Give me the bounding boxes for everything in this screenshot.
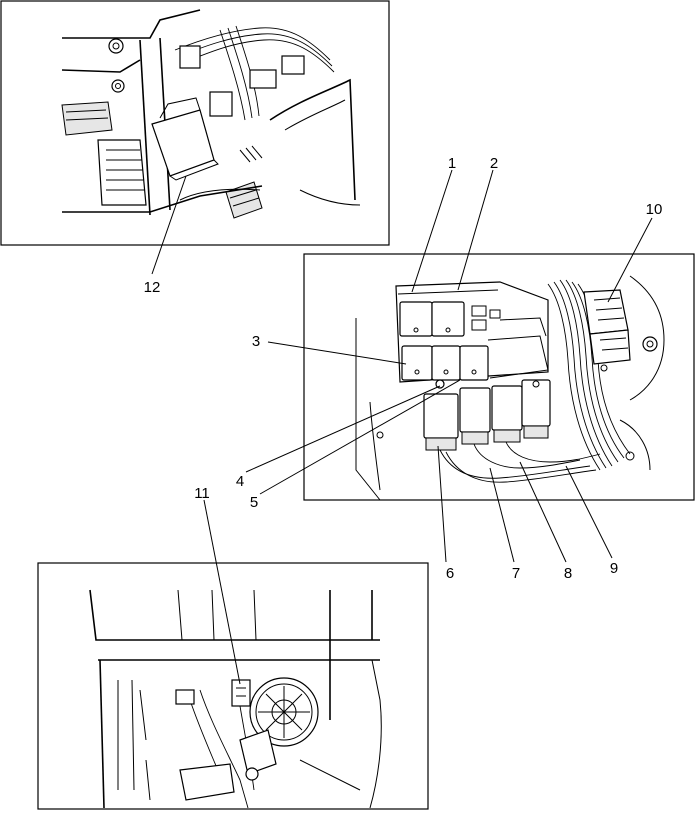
relay-board-panel bbox=[303, 253, 695, 501]
leader-7 bbox=[489, 467, 515, 563]
callout-12: 12 bbox=[144, 279, 161, 296]
leader-6 bbox=[437, 445, 447, 563]
callout-9: 9 bbox=[610, 560, 618, 577]
leader-10 bbox=[607, 217, 653, 303]
leader-1 bbox=[411, 169, 453, 293]
leader-8 bbox=[519, 461, 567, 563]
leader-9 bbox=[565, 465, 613, 559]
leader-5 bbox=[259, 379, 461, 495]
callout-labels: 1 2 3 4 5 6 7 8 9 10 11 12 bbox=[144, 155, 663, 582]
leader-4 bbox=[245, 385, 441, 473]
detail-panel-bottom-left bbox=[37, 562, 429, 810]
callout-4: 4 bbox=[236, 473, 244, 490]
callout-5: 5 bbox=[250, 494, 258, 511]
leader-2 bbox=[457, 169, 494, 291]
callout-2: 2 bbox=[490, 155, 498, 172]
leader-lines bbox=[151, 169, 653, 685]
callout-1: 1 bbox=[448, 155, 456, 172]
callout-6: 6 bbox=[446, 565, 454, 582]
callout-11: 11 bbox=[194, 485, 210, 502]
leader-12 bbox=[151, 175, 187, 275]
callout-7: 7 bbox=[512, 565, 520, 582]
leader-11 bbox=[203, 499, 241, 685]
detail-panel-top-left bbox=[0, 0, 390, 246]
leader-3 bbox=[267, 341, 407, 365]
callout-10: 10 bbox=[646, 201, 663, 218]
callout-8: 8 bbox=[564, 565, 572, 582]
callout-3: 3 bbox=[252, 333, 260, 350]
